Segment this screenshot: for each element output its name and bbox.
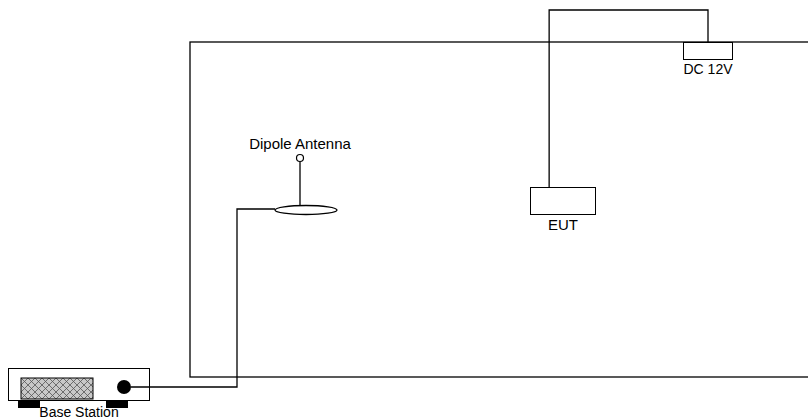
power-supply-box: DC 12V [683,42,733,77]
base-station-box: Base Station [8,368,150,419]
antenna-label: Dipole Antenna [249,136,351,152]
node-label: EUT [548,217,578,233]
test-chamber [190,42,808,377]
rf-cable [131,209,275,387]
base-station-body [18,378,131,408]
power-wire [549,10,708,187]
eut-box: EUT [530,187,596,233]
shape-outline [8,368,150,401]
node-label: Base Station [39,405,118,419]
shape-outline [530,187,596,215]
shape-outline [683,42,733,60]
node-label: DC 12V [683,62,732,77]
dipole-antenna [275,155,337,215]
